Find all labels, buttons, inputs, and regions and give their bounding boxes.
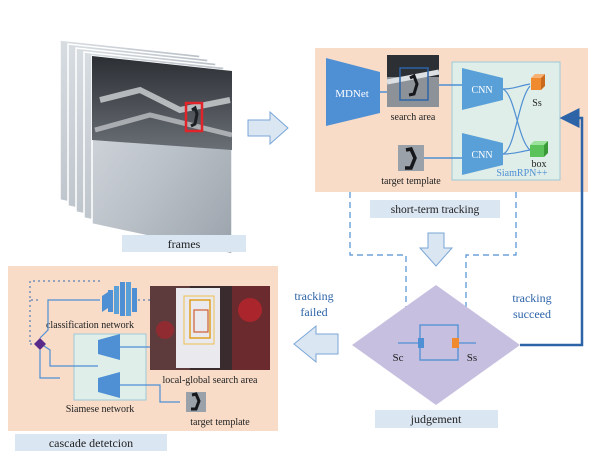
tracking-failed-line2: failed: [300, 305, 327, 319]
judgement-label-box: [375, 410, 498, 428]
local-global-label: local-global search area: [163, 375, 259, 386]
ss-marker: [452, 338, 459, 348]
classification-network: [102, 282, 137, 316]
classification-network-label: classification network: [46, 320, 134, 331]
search-area-image: [386, 55, 440, 107]
rpn-connection: [502, 85, 531, 155]
siamese-to-fusion: [43, 345, 98, 367]
cnn-top-block: [462, 68, 503, 110]
cascade-label-box: [15, 434, 167, 451]
short-term-label-box: [370, 200, 500, 218]
cnn-bottom-label: CNN: [471, 150, 492, 161]
target-template-small: [186, 392, 206, 412]
rpn-connection: [502, 88, 531, 151]
succeed-arrow: [520, 108, 584, 347]
box-regression-cube: [530, 141, 548, 157]
tracking-failed-line1: tracking: [294, 289, 333, 303]
rpn-connection: [502, 149, 531, 155]
dashed-link-right: [465, 192, 517, 330]
tracking-succeed-line2: succeed: [513, 307, 551, 321]
dotted-feedback-loop: [29, 280, 100, 301]
judgement-label: judgement: [410, 412, 462, 426]
frames-label-box: [122, 235, 246, 252]
search-area-label: search area: [391, 112, 436, 123]
siamese-network-label: Siamese network: [66, 404, 135, 415]
ss-bottom-label: Ss: [467, 352, 477, 364]
mdnet-block: [326, 58, 380, 126]
rpn-connection: [502, 83, 531, 90]
short-term-label: short-term tracking: [391, 204, 480, 216]
cnn-top-label: CNN: [471, 85, 492, 96]
dashed-link-left: [349, 192, 407, 330]
ss-score-cube: [531, 74, 545, 90]
siamrpn-label: SiamRPN++: [496, 168, 548, 179]
flow-arrow-right: [247, 110, 289, 146]
mdnet-label: MDNet: [335, 88, 369, 100]
local-global-image: [150, 286, 270, 370]
sc-label: Sc: [393, 352, 404, 364]
target-template-label: target template: [381, 176, 441, 187]
fusion-output: [39, 350, 60, 379]
frames-stack: [59, 39, 233, 255]
tracking-succeed-line1: tracking: [512, 291, 551, 305]
ss-top-label: Ss: [532, 98, 542, 109]
siamese-branch-top: [98, 334, 120, 360]
sc-marker: [418, 338, 424, 348]
cascade-label: cascade detetcion: [49, 436, 133, 450]
target-bounding-box: [184, 101, 204, 133]
target-template-image: [398, 145, 424, 171]
fusion-node: [34, 338, 46, 350]
failed-arrow-left: [293, 324, 339, 364]
cnn-bottom-block: [462, 133, 503, 175]
frames-label: frames: [168, 237, 201, 251]
target-template-2-label: target template: [190, 417, 250, 428]
box-label: box: [532, 159, 547, 170]
siamese-branch-bottom: [98, 372, 120, 398]
flow-arrow-down: [418, 232, 454, 267]
judgement-diamond: [352, 285, 520, 405]
cls-to-fusion: [39, 299, 100, 339]
